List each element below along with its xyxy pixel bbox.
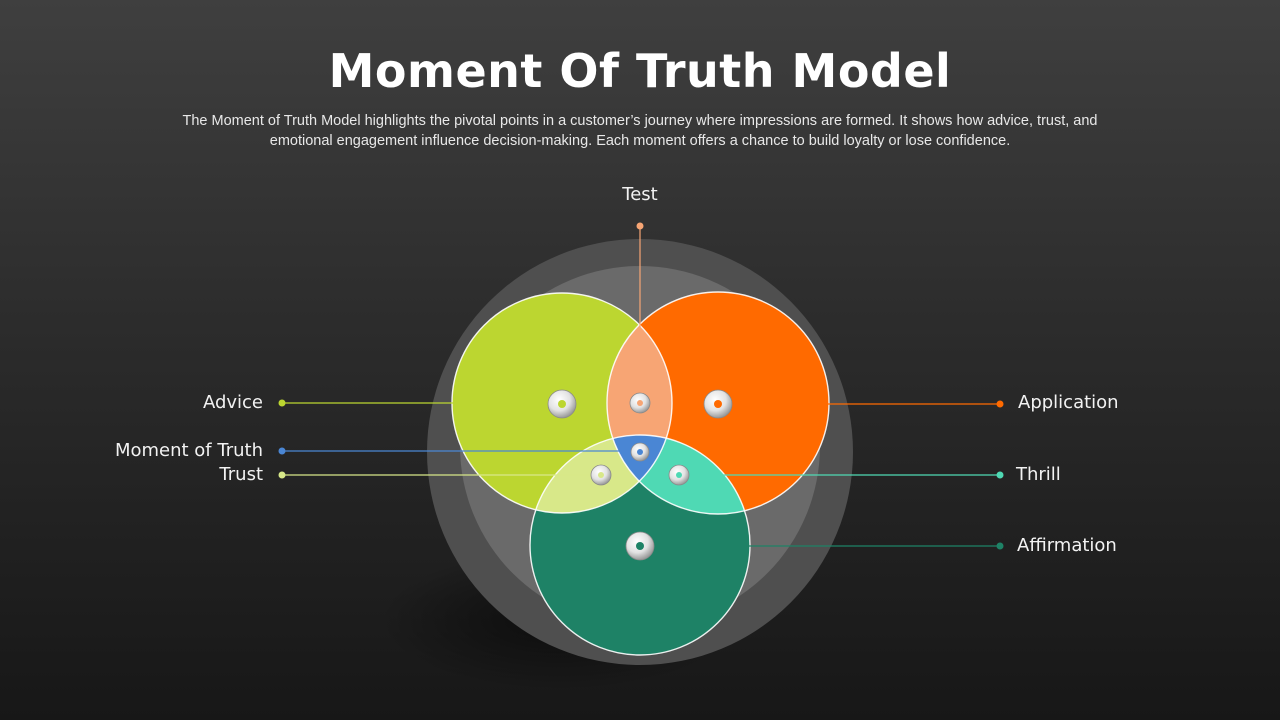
label-affirmation: Affirmation (1017, 535, 1117, 556)
thrill-region (607, 435, 750, 514)
thrill-knob (668, 464, 690, 486)
application-connector-dot (996, 400, 1004, 408)
advice-knob (547, 389, 577, 419)
trust-knob (590, 464, 612, 486)
label-advice: Advice (202, 392, 263, 413)
thrill-connector-dot (996, 471, 1004, 479)
label-application: Application (1018, 392, 1119, 413)
label-trust: Trust (219, 464, 263, 485)
page-description: The Moment of Truth Model highlights the… (182, 113, 1098, 149)
affirmation-connector-dot (996, 542, 1004, 550)
label-thrill: Thrill (1016, 464, 1061, 485)
test-connector-dot (636, 222, 644, 230)
advice-connector-dot (278, 399, 286, 407)
moment-of-truth-knob (630, 442, 650, 462)
test-knob (629, 392, 651, 414)
trust-connector-dot (278, 471, 286, 479)
trust-region (530, 435, 672, 513)
page-title: Moment Of Truth Model (328, 44, 952, 98)
label-test: Test (622, 184, 658, 205)
label-moment-of-truth: Moment of Truth (114, 440, 263, 461)
affirmation-knob (625, 531, 655, 561)
moment-connector-dot (278, 447, 286, 455)
application-knob (703, 389, 733, 419)
